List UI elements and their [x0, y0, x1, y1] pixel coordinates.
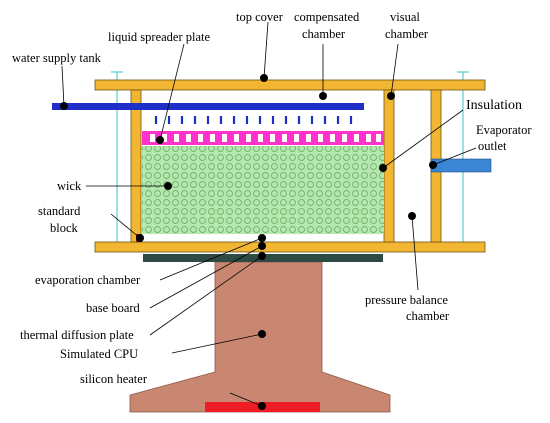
label-pressure-balance-chamber-1: pressure balance — [365, 293, 448, 307]
annotation-dots — [60, 74, 437, 410]
evaporator-outlet-pipe — [430, 158, 492, 173]
label-insulation: Insulation — [466, 98, 522, 113]
water-drops — [154, 116, 353, 124]
label-base-board: base board — [86, 301, 141, 315]
label-evaporation-chamber: evaporation chamber — [35, 273, 141, 287]
labels: top cover compensated chamber visual cha… — [12, 10, 532, 386]
label-thermal-diffusion-plate: thermal diffusion plate — [20, 328, 134, 342]
label-liquid-spreader-plate: liquid spreader plate — [108, 30, 210, 44]
top-cover — [94, 79, 486, 91]
label-pressure-balance-chamber-2: chamber — [406, 309, 450, 323]
label-standard-block-2: block — [50, 221, 79, 235]
label-simulated-cpu: Simulated CPU — [60, 347, 138, 361]
label-top-cover: top cover — [236, 10, 284, 24]
label-silicon-heater: silicon heater — [80, 372, 148, 386]
label-evaporator-outlet-2: outlet — [478, 139, 507, 153]
label-evaporator-outlet-1: Evaporator — [476, 123, 532, 137]
label-compensated-chamber-1: compensated — [294, 10, 360, 24]
wick — [142, 146, 384, 234]
label-compensated-chamber-2: chamber — [302, 27, 346, 41]
water-supply-pipe — [52, 103, 364, 110]
label-visual-chamber-2: chamber — [385, 27, 429, 41]
label-visual-chamber-1: visual — [390, 10, 420, 24]
label-wick: wick — [57, 179, 82, 193]
leader-lines — [61, 21, 477, 407]
label-water-supply-tank: water supply tank — [12, 51, 102, 65]
label-standard-block-1: standard — [38, 204, 81, 218]
bottom-plate — [94, 241, 486, 253]
left-wall — [130, 89, 142, 243]
spreader-holes — [150, 134, 381, 142]
